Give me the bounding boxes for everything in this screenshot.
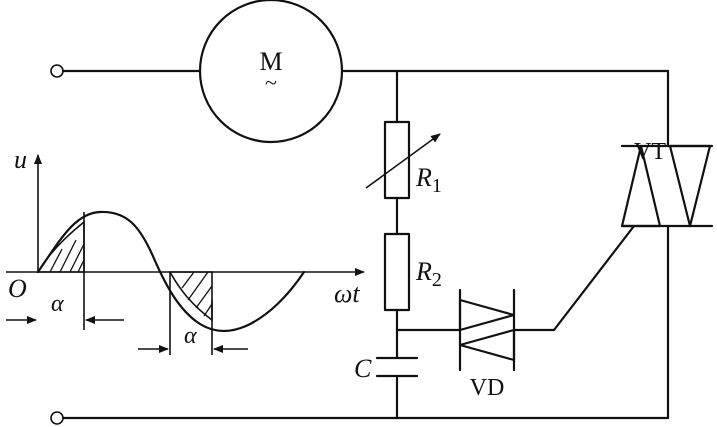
diac-label: VD	[470, 375, 505, 401]
motor: M ~	[198, 0, 344, 144]
alpha1-label: α	[51, 291, 64, 317]
capacitor: C	[354, 354, 419, 383]
wires	[61, 69, 670, 420]
origin-label: O	[8, 274, 27, 303]
y-axis-label: u	[14, 145, 27, 174]
waveform-plot: u O ωt α α	[6, 145, 365, 355]
resistor-r1: R1	[365, 120, 442, 200]
diac-triangle-reverse	[458, 328, 516, 362]
r2-body	[383, 232, 411, 312]
triac-vt: VT	[620, 139, 714, 228]
wire-gate	[552, 224, 636, 332]
hatch-negative	[168, 271, 213, 322]
triac-triangle-down	[668, 144, 712, 228]
bottom-terminal	[50, 411, 64, 425]
triac-label: VT	[634, 139, 666, 165]
capacitor-label: C	[354, 354, 372, 383]
alpha2-label: α	[184, 323, 197, 349]
r2-label: R2	[415, 257, 442, 291]
diac-triangle-forward	[458, 298, 516, 332]
top-terminal	[50, 64, 64, 78]
r1-body	[383, 120, 411, 200]
variable-arrow-icon	[365, 133, 441, 189]
motor-circle	[198, 0, 344, 144]
resistor-r2: R2	[383, 232, 442, 312]
motor-label: M	[259, 47, 282, 76]
hatch-positive	[36, 220, 85, 273]
triac-triangle-up	[620, 144, 662, 228]
x-axis-label: ωt	[334, 279, 360, 308]
motor-ac-symbol: ~	[265, 70, 277, 95]
diac-vd: VD	[458, 288, 516, 401]
r1-label: R1	[415, 163, 442, 197]
